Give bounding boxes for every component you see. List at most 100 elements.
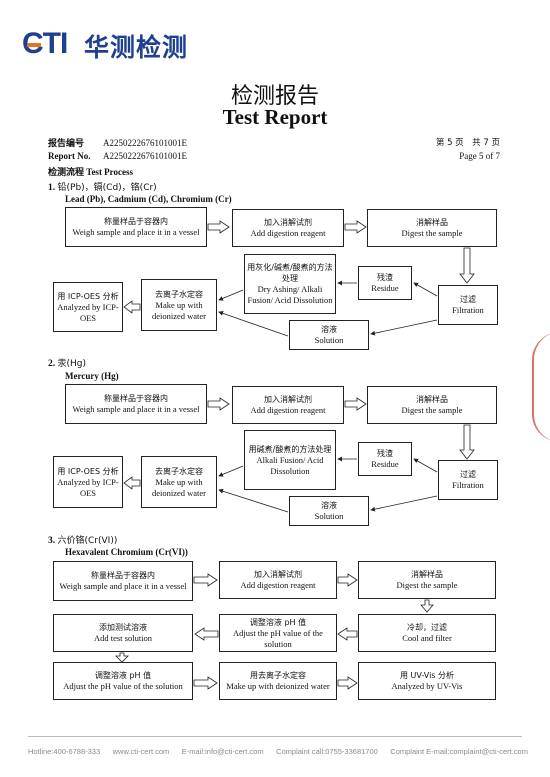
- s3-adjust-ph1-box: 调整溶液 pH 值 Adjust the pH value of the sol…: [219, 614, 337, 652]
- s1-add-reagent-cn: 加入消解试剂: [264, 218, 312, 227]
- s2-ashing-cn: 用碱煮/酸煮的方法处理: [248, 444, 332, 454]
- s1-makeup-box: 去离子水定容 Make up with deionized water: [141, 279, 217, 331]
- report-title-cn: 检测报告: [230, 84, 319, 109]
- section-2-heading: 2. 汞(Hg): [48, 356, 86, 369]
- s2-solution-cn: 溶液: [321, 501, 337, 510]
- s3-add-reagent-cn: 加入消解试剂: [254, 570, 302, 579]
- s2-add-reagent-box: 加入消解试剂 Add digestion reagent: [232, 386, 344, 424]
- s3-add-test-box: 添加测试溶液 Add test solution: [53, 614, 193, 652]
- s2-line-filtration-to-solution: [370, 495, 438, 512]
- section-1-title-cn: 铅(Pb)，镉(Cd)，铬(Cr): [57, 183, 157, 193]
- s1-solution-en: Solution: [314, 335, 344, 345]
- process-title-cn: 检测流程: [48, 167, 85, 177]
- s3-makeup-en: Make up with deionized water: [226, 681, 330, 691]
- s3-add-test-cn: 添加测试溶液: [99, 623, 147, 632]
- footer-complaint-email: Complaint E-mail:complaint@cti-cert.com: [390, 747, 528, 756]
- s1-arrow-makeup-to-analyze: [123, 300, 141, 314]
- official-seal-fragment: [532, 332, 550, 442]
- s1-digest-box: 消解样品 Digest the sample: [367, 209, 497, 247]
- s1-solution-box: 溶液 Solution: [289, 320, 369, 350]
- s2-makeup-en: Make up with deionized water: [151, 476, 207, 498]
- s3-arrow-ph2-to-makeup: [193, 676, 218, 690]
- s3-digest-cn: 消解样品: [411, 570, 443, 579]
- report-title-en: Test Report: [222, 105, 328, 129]
- s3-weigh-cn: 称量样品于容器内: [91, 571, 155, 580]
- s2-residue-box: 残渣 Residue: [358, 442, 412, 476]
- s2-arrow-weigh-to-reagent: [207, 397, 230, 411]
- s2-add-reagent-en: Add digestion reagent: [250, 405, 326, 415]
- s1-digest-cn: 消解样品: [416, 218, 448, 227]
- s2-weigh-box: 称量样品于容器内 Weigh sample and place it in a …: [65, 384, 207, 424]
- report-no-value-en: A2250222676101001E: [103, 151, 187, 161]
- s1-weigh-cn: 称量样品于容器内: [104, 217, 168, 226]
- s3-weigh-en: Weigh sample and place it in a vessel: [59, 581, 187, 591]
- s2-arrow-digest-to-filtration: [459, 424, 475, 460]
- s2-filtration-en: Filtration: [452, 480, 484, 490]
- s1-solution-cn: 溶液: [321, 325, 337, 334]
- report-no-value: A2250222676101001E: [103, 138, 187, 148]
- s3-weigh-box: 称量样品于容器内 Weigh sample and place it in a …: [53, 561, 193, 601]
- section-3-heading: 3. 六价铬(Cr(VI)): [48, 533, 117, 546]
- s2-filtration-box: 过滤 Filtration: [438, 460, 498, 500]
- s1-arrow-reagent-to-digest: [344, 220, 367, 234]
- s2-ashing-box: 用碱煮/酸煮的方法处理 Alkali Fusion/ Acid Dissolut…: [244, 430, 336, 490]
- s2-residue-en: Residue: [371, 459, 399, 469]
- section-1-title-en: Lead (Pb), Cadmium (Cd), Chromium (Cr): [65, 194, 232, 204]
- s1-ashing-en: Dry Ashing/ Alkali Fusion/ Acid Dissolut…: [247, 284, 333, 305]
- s1-ashing-box: 用灰化/碱煮/酸煮的方法处理 Dry Ashing/ Alkali Fusion…: [244, 254, 336, 314]
- s2-solution-box: 溶液 Solution: [289, 496, 369, 526]
- footer: Hotline:400-6788-333 www.cti-cert.com E-…: [28, 747, 528, 756]
- s3-digest-en: Digest the sample: [396, 580, 458, 590]
- s2-analyze-en: Analyzed by ICP-OES: [57, 476, 119, 498]
- s3-arrow-makeup-to-analyze: [337, 676, 358, 690]
- logo-chinese: 华测检测: [84, 33, 189, 62]
- footer-divider: [28, 736, 522, 737]
- s1-residue-box: 残渣 Residue: [358, 266, 412, 300]
- s1-weigh-en: Weigh sample and place it in a vessel: [72, 227, 200, 237]
- s1-filtration-box: 过滤 Filtration: [438, 285, 498, 325]
- s2-weigh-cn: 称量样品于容器内: [104, 394, 168, 403]
- s2-analyze-cn: 用 ICP-OES 分析: [57, 466, 119, 476]
- s3-makeup-box: 用去离子水定容 Make up with deionized water: [219, 662, 337, 700]
- s3-add-test-en: Add test solution: [93, 633, 153, 643]
- section-1-number: 1.: [48, 183, 56, 193]
- s1-add-reagent-en: Add digestion reagent: [250, 228, 326, 238]
- process-title: 检测流程 Test Process: [48, 165, 133, 178]
- footer-complaint-call: Complaint call:0755-33681700: [276, 747, 378, 756]
- s3-adjust-ph2-box: 调整溶液 pH 值 Adjust the pH value of the sol…: [53, 662, 193, 700]
- s1-filtration-cn: 过滤: [460, 295, 476, 304]
- footer-email: E-mail:info@cti-cert.com: [181, 747, 264, 756]
- s3-analyze-box: 用 UV-Vis 分析 Analyzed by UV-Vis: [358, 662, 496, 700]
- s1-line-filtration-to-residue: [413, 282, 438, 297]
- s1-residue-en: Residue: [371, 283, 399, 293]
- logo-accent-bar: [27, 43, 41, 47]
- s3-arrow-cool-to-ph1: [337, 627, 358, 641]
- s2-analyze-box: 用 ICP-OES 分析 Analyzed by ICP-OES: [53, 456, 123, 508]
- section-3-title-en: Hexavalent Chromium (Cr(VI)): [65, 547, 188, 557]
- s2-digest-en: Digest the sample: [401, 405, 463, 415]
- s3-analyze-cn: 用 UV-Vis 分析: [399, 671, 455, 680]
- section-1-heading: 1. 铅(Pb)，镉(Cd)，铬(Cr): [48, 180, 157, 193]
- s2-makeup-cn: 去离子水定容: [155, 466, 203, 476]
- s1-makeup-cn: 去离子水定容: [155, 289, 203, 299]
- s1-ashing-cn: 用灰化/碱煮/酸煮的方法处理: [247, 263, 333, 283]
- s2-arrow-makeup-to-analyze: [123, 476, 141, 490]
- s1-line-ashing-to-makeup: [218, 289, 244, 301]
- s2-solution-en: Solution: [314, 511, 344, 521]
- s2-line-ashing-to-makeup: [218, 465, 244, 477]
- report-no-label-cn: 报告编号: [48, 138, 85, 148]
- s1-line-solution-to-makeup: [218, 311, 289, 337]
- s3-adjust-ph1-cn: 调整溶液 pH 值: [249, 617, 307, 627]
- s3-makeup-cn: 用去离子水定容: [250, 671, 306, 680]
- s1-analyze-box: 用 ICP-OES 分析 Analyzed by ICP-OES: [53, 282, 123, 332]
- s1-digest-en: Digest the sample: [401, 228, 463, 238]
- s1-filtration-en: Filtration: [452, 305, 484, 315]
- section-2-title-en: Mercury (Hg): [65, 371, 119, 381]
- s1-residue-cn: 残渣: [377, 273, 393, 282]
- section-2-title-cn: 汞(Hg): [57, 359, 87, 369]
- s2-line-filtration-to-residue: [413, 458, 438, 473]
- s3-adjust-ph2-en: Adjust the pH value of the solution: [63, 681, 183, 691]
- s3-cool-box: 冷却，过滤 Cool and filter: [358, 614, 496, 652]
- s3-analyze-en: Analyzed by UV-Vis: [391, 681, 463, 691]
- s3-arrow-weigh-to-reagent: [193, 573, 218, 587]
